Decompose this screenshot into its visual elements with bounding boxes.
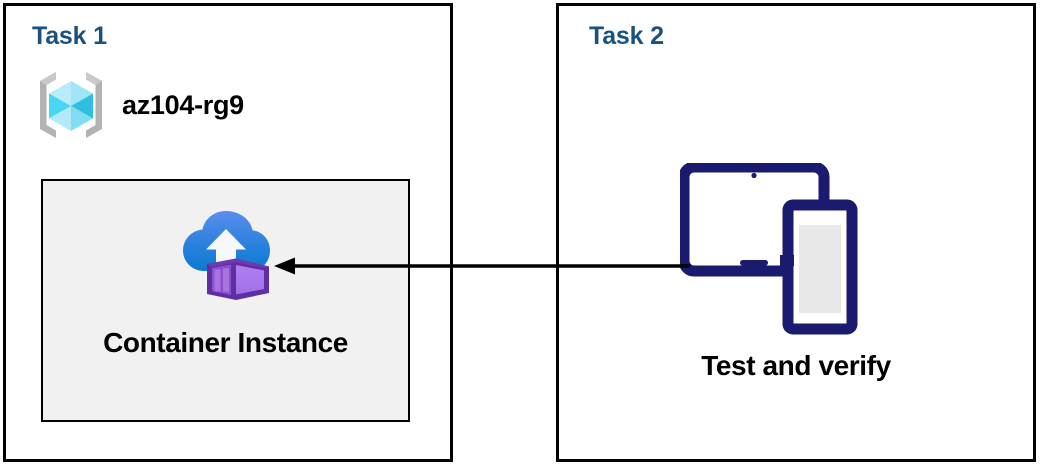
container-instance-card: Container Instance <box>41 179 410 422</box>
panel-task-1: Task 1 az104- <box>3 3 453 462</box>
azure-resource-group-icon <box>34 68 108 142</box>
container-instance-label: Container Instance <box>103 327 348 358</box>
resource-group-label: az104-rg9 <box>122 89 244 120</box>
test-and-verify-label: Test and verify <box>701 350 891 381</box>
panel-task-2-title: Task 2 <box>589 22 664 50</box>
resource-group-row: az104-rg9 <box>34 68 244 142</box>
panel-task-1-title: Task 1 <box>32 22 107 50</box>
